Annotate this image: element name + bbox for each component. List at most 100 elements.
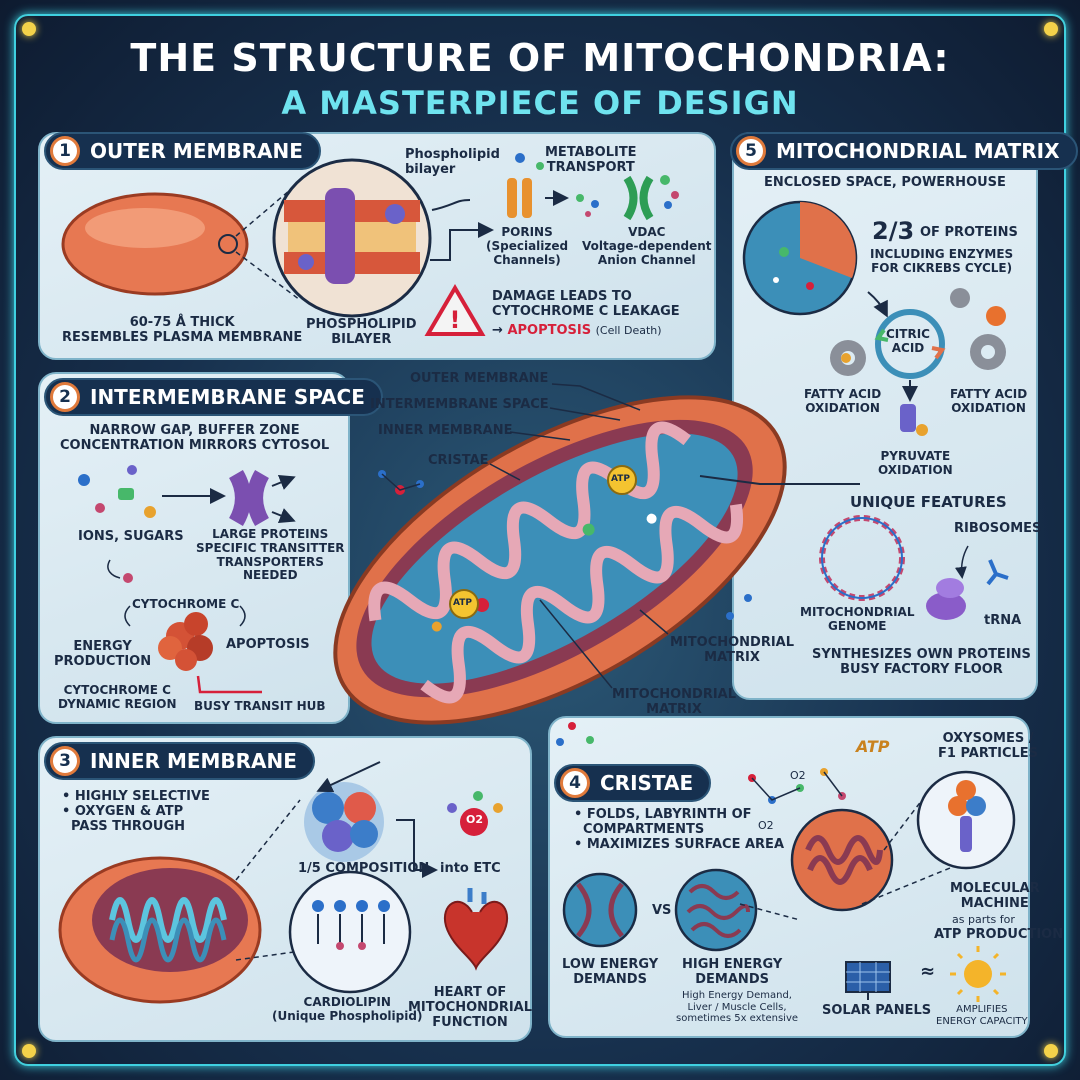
solar-panel-icon: [845, 961, 891, 993]
center-outer-membrane-label: OUTER MEMBRANE: [410, 371, 549, 386]
page-title: THE STRUCTURE OF MITOCHONDRIA:: [130, 36, 950, 80]
approx-icon: ≈: [920, 961, 936, 982]
atp-production-label: ATP PRODUCTION: [934, 927, 1064, 942]
atp-molecule-icon: [607, 465, 637, 495]
matrix-header: 5 MITOCHONDRIAL MATRIX: [730, 132, 1078, 170]
ribosome-icon: [926, 592, 966, 620]
inner-membrane-header: 3 INNER MEMBRANE: [44, 742, 315, 780]
phospholipid-label: Phospholipid bilayer: [405, 147, 500, 178]
heart-label: HEART OF MITOCHONDRIAL FUNCTION: [408, 985, 533, 1030]
high-energy-label: HIGH ENERGY DEMANDS: [682, 957, 783, 987]
amplifies-label: AMPLIFIES ENERGY CAPACITY: [936, 1004, 1028, 1027]
section-number: 5: [736, 136, 766, 166]
high-energy-cristae-icon: [674, 868, 758, 952]
ions-label: IONS, SUGARS: [78, 529, 184, 544]
atp-label-1: ATP: [611, 474, 631, 484]
sun-icon: [964, 960, 992, 988]
thickness-label: 60-75 Å THICK RESEMBLES PLASMA MEMBRANE: [62, 315, 303, 345]
warning-icon: [424, 284, 486, 336]
center-cristae-label: CRISTAE: [428, 453, 489, 468]
oxysomes-label: OXYSOMES / F1 PARTICLES: [938, 731, 1039, 761]
cardiolipin-label: CARDIOLIPIN (Unique Phospholipid): [272, 995, 423, 1023]
atp-molecule-icon: [449, 589, 479, 619]
solar-panels-label: SOLAR PANELS: [822, 1003, 932, 1018]
cell-death-text: (Cell Death): [595, 324, 662, 337]
low-energy-label: LOW ENERGY DEMANDS: [562, 957, 659, 987]
o2-label-b: O2: [758, 819, 774, 832]
damage-label: DAMAGE LEADS TO CYTOCHROME C LEAKAGE: [492, 289, 680, 319]
energy-production-label: ENERGY PRODUCTION: [54, 639, 152, 669]
bilayer-label: PHOSPHOLIPID BILAYER: [306, 317, 417, 347]
section-number: 4: [560, 768, 590, 798]
phospholipid-label-text: Phospholipid bilayer: [405, 147, 500, 177]
vs-label: VS: [652, 903, 672, 918]
outer-frame: [14, 14, 1066, 1066]
atp-label-2: ATP: [453, 598, 473, 608]
transporter-protein-icon: [228, 469, 270, 527]
protein-fraction-text: OF PROTEINS: [920, 225, 1018, 240]
apoptosis-label: APOPTOSIS: [226, 637, 310, 652]
section-number: 2: [50, 382, 80, 412]
section-number: 1: [50, 136, 80, 166]
unique-features-label: UNIQUE FEATURES: [850, 493, 1007, 511]
vdac-label: VDAC Voltage-dependent Anion Channel: [582, 225, 712, 267]
dynamic-region-label: CYTOCHROME C DYNAMIC REGION: [58, 683, 177, 711]
composition-label: 1/5 COMPOSITION: [298, 861, 430, 876]
center-inner-membrane-label: INNER MEMBRANE: [378, 423, 513, 438]
enzymes-label: INCLUDING ENZYMES FOR CIKREBS CYCLE): [870, 247, 1014, 275]
intermembrane-desc: NARROW GAP, BUFFER ZONE CONCENTRATION MI…: [60, 423, 330, 453]
machine-sub-label: as parts for: [952, 913, 1015, 926]
trna-icon: [986, 559, 1009, 586]
center-intermembrane-label: INTERMEMBRANE SPACE: [370, 397, 549, 412]
center-matrix-label-1: MITOCHONDRIAL MATRIX: [670, 635, 795, 665]
genome-label: MITOCHONDRIAL GENOME: [800, 605, 915, 633]
section-title: MITOCHONDRIAL MATRIX: [776, 139, 1060, 163]
intermembrane-header: 2 INTERMEMBRANE SPACE: [44, 378, 383, 416]
porins-label: PORINS (Specialized Channels): [486, 225, 569, 267]
cytochrome-c-label: CYTOCHROME C: [132, 597, 240, 611]
fatty-acid-label-1: FATTY ACID OXIDATION: [804, 387, 882, 415]
cristae-shape: [368, 421, 691, 622]
vdac-channel-icon: [623, 175, 654, 221]
section-title: INTERMEMBRANE SPACE: [90, 385, 365, 409]
matrix-desc: ENCLOSED SPACE, POWERHOUSE: [764, 175, 1006, 190]
corner-light-icon: [22, 22, 36, 36]
large-proteins-label: LARGE PROTEINS SPECIFIC TRANSITTER TRANS…: [196, 527, 345, 583]
trna-label: tRNA: [984, 613, 1022, 628]
etc-label: into ETC: [440, 861, 501, 876]
fatty-acid-label-2: FATTY ACID OXIDATION: [950, 387, 1028, 415]
section-title: INNER MEMBRANE: [90, 749, 297, 773]
o2-label-a: O2: [790, 769, 806, 782]
synthesizes-label: SYNTHESIZES OWN PROTEINS BUSY FACTORY FL…: [812, 647, 1031, 677]
atp-molecule-label: ATP: [856, 737, 890, 756]
pyruvate-label: PYRUVATE OXIDATION: [878, 449, 953, 477]
section-title: OUTER MEMBRANE: [90, 139, 303, 163]
membrane-protein-icon: [325, 188, 355, 284]
cristae-bullets: • FOLDS, LABYRINTH OF COMPARTMENTS • MAX…: [574, 807, 784, 852]
section-title: CRISTAE: [600, 771, 694, 795]
ribosomes-label: RIBOSOMES: [954, 521, 1042, 536]
protein-fraction: 2/3: [872, 217, 915, 245]
intermembrane-panel: [38, 372, 350, 724]
pyruvate-enzyme-icon: [900, 404, 916, 432]
corner-light-icon: [1044, 22, 1058, 36]
porin-channel-icon: [507, 178, 517, 218]
heart-icon: [443, 900, 509, 971]
corner-light-icon: [1044, 1044, 1058, 1058]
page-subtitle: A MASTERPIECE OF DESIGN: [281, 84, 799, 122]
cytochrome-c-icon: [158, 612, 213, 671]
oxygen-molecule-icon: [460, 808, 488, 836]
citric-acid-label: CITRIC ACID: [886, 327, 930, 355]
citric-acid-cycle-icon: [875, 309, 945, 379]
section-number: 3: [50, 746, 80, 776]
inner-membrane-bullets: • HIGHLY SELECTIVE • OXYGEN & ATP PASS T…: [62, 789, 210, 834]
molecular-machine-label: MOLECULAR MACHINE: [950, 881, 1040, 911]
svg-text:!: !: [450, 306, 461, 334]
o2-label: O2: [466, 813, 484, 826]
apoptosis-text: APOPTOSIS: [507, 323, 592, 338]
center-matrix-label-2: MITOCHONDRIAL MATRIX: [612, 687, 737, 717]
